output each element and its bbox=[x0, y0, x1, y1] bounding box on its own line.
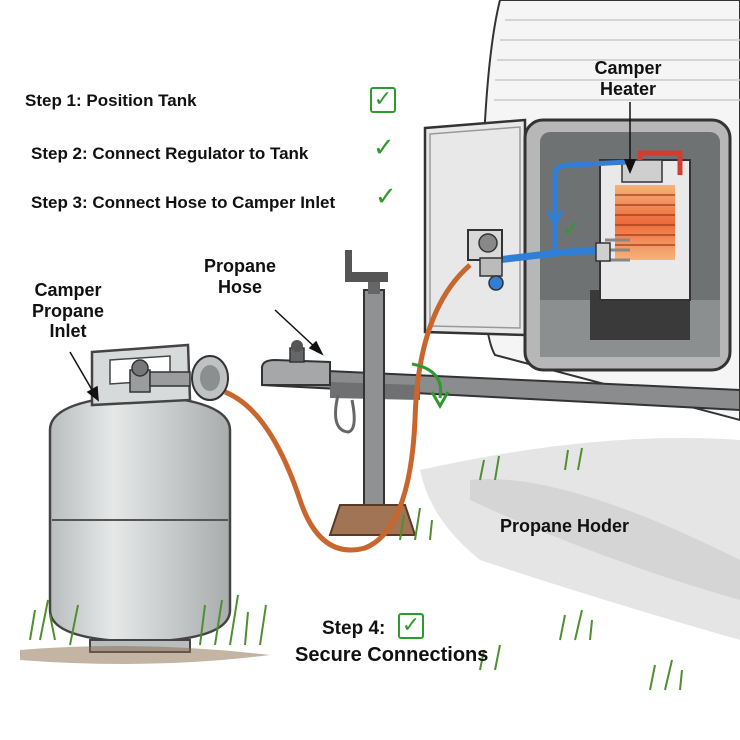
propane-hose-label: Propane Hose bbox=[195, 256, 285, 297]
leader-lines bbox=[69, 102, 637, 402]
propane-hose-label-line2: Hose bbox=[217, 276, 262, 297]
step-3-check-icon: ✓ bbox=[375, 181, 397, 211]
dirt bbox=[20, 646, 270, 664]
tongue-jack bbox=[328, 250, 417, 536]
camper-propane-inlet-fitting bbox=[467, 229, 504, 291]
step-1-text: Step 1: Position Tank bbox=[25, 91, 197, 110]
ground-shadow-2 bbox=[470, 479, 740, 600]
step-3-text: Step 3: Connect Hose to Camper Inlet bbox=[31, 193, 336, 212]
propane-hose-label-line1: Propane bbox=[203, 256, 277, 276]
grass bbox=[29, 447, 683, 691]
step-4-title: Step 4: bbox=[322, 618, 386, 639]
fitting bbox=[595, 242, 611, 262]
hot-return-line bbox=[637, 150, 683, 175]
step-4-subtitle: Secure Connections bbox=[295, 644, 489, 666]
cold-feed-line bbox=[479, 246, 606, 266]
camper-heater-label: Camper Heater bbox=[583, 58, 673, 99]
step-2-check-icon: ✓ bbox=[373, 132, 395, 162]
flow-arrow-down bbox=[546, 209, 564, 230]
regulator bbox=[191, 355, 229, 401]
propane-hose bbox=[224, 263, 472, 553]
propane-holder-label: Propane Hoder bbox=[500, 516, 630, 536]
step-2-text: Step 2: Connect Regulator to Tank bbox=[31, 144, 309, 163]
camper-propane-inlet-label-line1: Camper bbox=[34, 280, 102, 300]
camper-propane-inlet-label-line2: Propane bbox=[31, 300, 105, 321]
propane-tank bbox=[48, 343, 232, 653]
step-4-check-icon: ✓ bbox=[398, 613, 424, 639]
camper-propane-inlet-label: Camper Propane Inlet bbox=[20, 280, 116, 342]
heater-check-icon: ✓ bbox=[562, 216, 581, 241]
flow-arrow-green bbox=[411, 362, 443, 399]
cold-feed-line-vertical bbox=[552, 159, 629, 250]
camper-propane-inlet-label-line3: Inlet bbox=[49, 321, 87, 342]
camper-heater-label-line2: Heater bbox=[599, 78, 657, 99]
step-1-check-icon: ✓ bbox=[370, 87, 396, 113]
camper-heater-unit bbox=[590, 159, 691, 340]
camper-heater-label-line1: Camper bbox=[594, 58, 662, 78]
